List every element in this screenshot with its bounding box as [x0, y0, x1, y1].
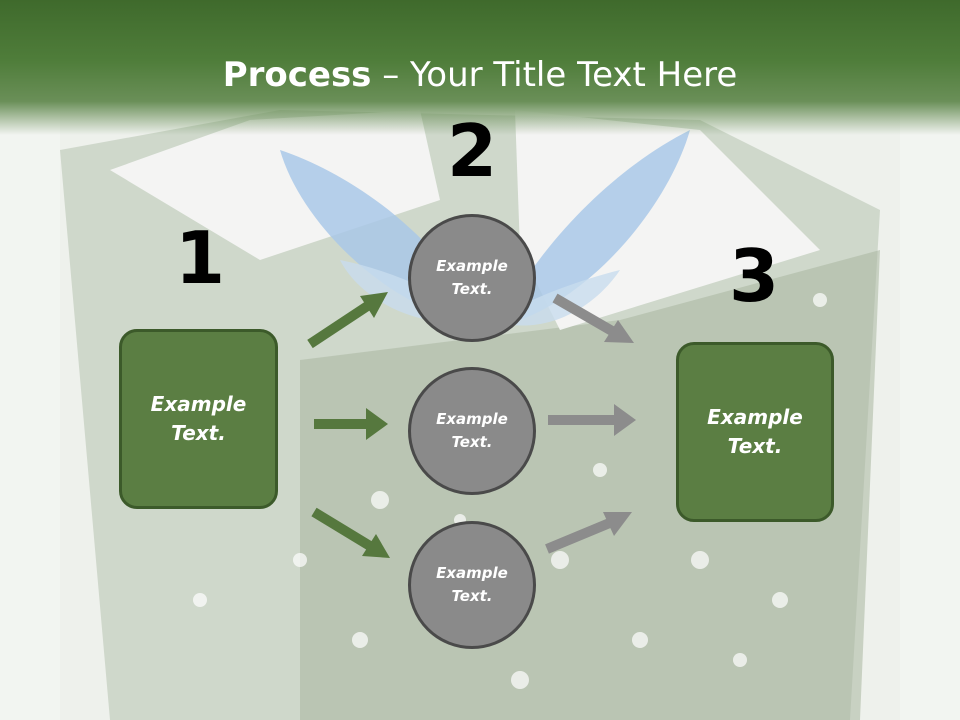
arrow-gray-down-icon [552, 293, 634, 343]
circle-bottom-text: Example Text. [436, 564, 508, 605]
arrow-green-right-icon [314, 408, 388, 440]
arrow-gray-right-icon [548, 404, 636, 436]
arrow-gray-up-icon [545, 512, 632, 554]
step-number-3: 3 [728, 234, 780, 318]
circle-middle-text: Example Text. [436, 410, 508, 451]
circle-middle[interactable]: Example Text. [408, 367, 536, 495]
title-rest: – Your Title Text Here [371, 55, 738, 95]
step-number-1: 1 [174, 216, 226, 300]
step-number-2: 2 [446, 109, 498, 193]
right-box[interactable]: Example Text. [676, 342, 834, 522]
arrow-green-down-icon [311, 507, 390, 558]
left-box[interactable]: Example Text. [119, 329, 278, 509]
title-bold: Process [222, 55, 372, 95]
right-box-text: Example Text. [707, 405, 803, 458]
circle-top[interactable]: Example Text. [408, 214, 536, 342]
title-bar [0, 0, 960, 135]
left-box-text: Example Text. [150, 392, 247, 445]
slide-title[interactable]: Process – Your Title Text Here [0, 52, 960, 98]
circle-bottom[interactable]: Example Text. [408, 521, 536, 649]
circle-top-text: Example Text. [436, 257, 508, 298]
arrow-green-up-icon [307, 292, 388, 349]
